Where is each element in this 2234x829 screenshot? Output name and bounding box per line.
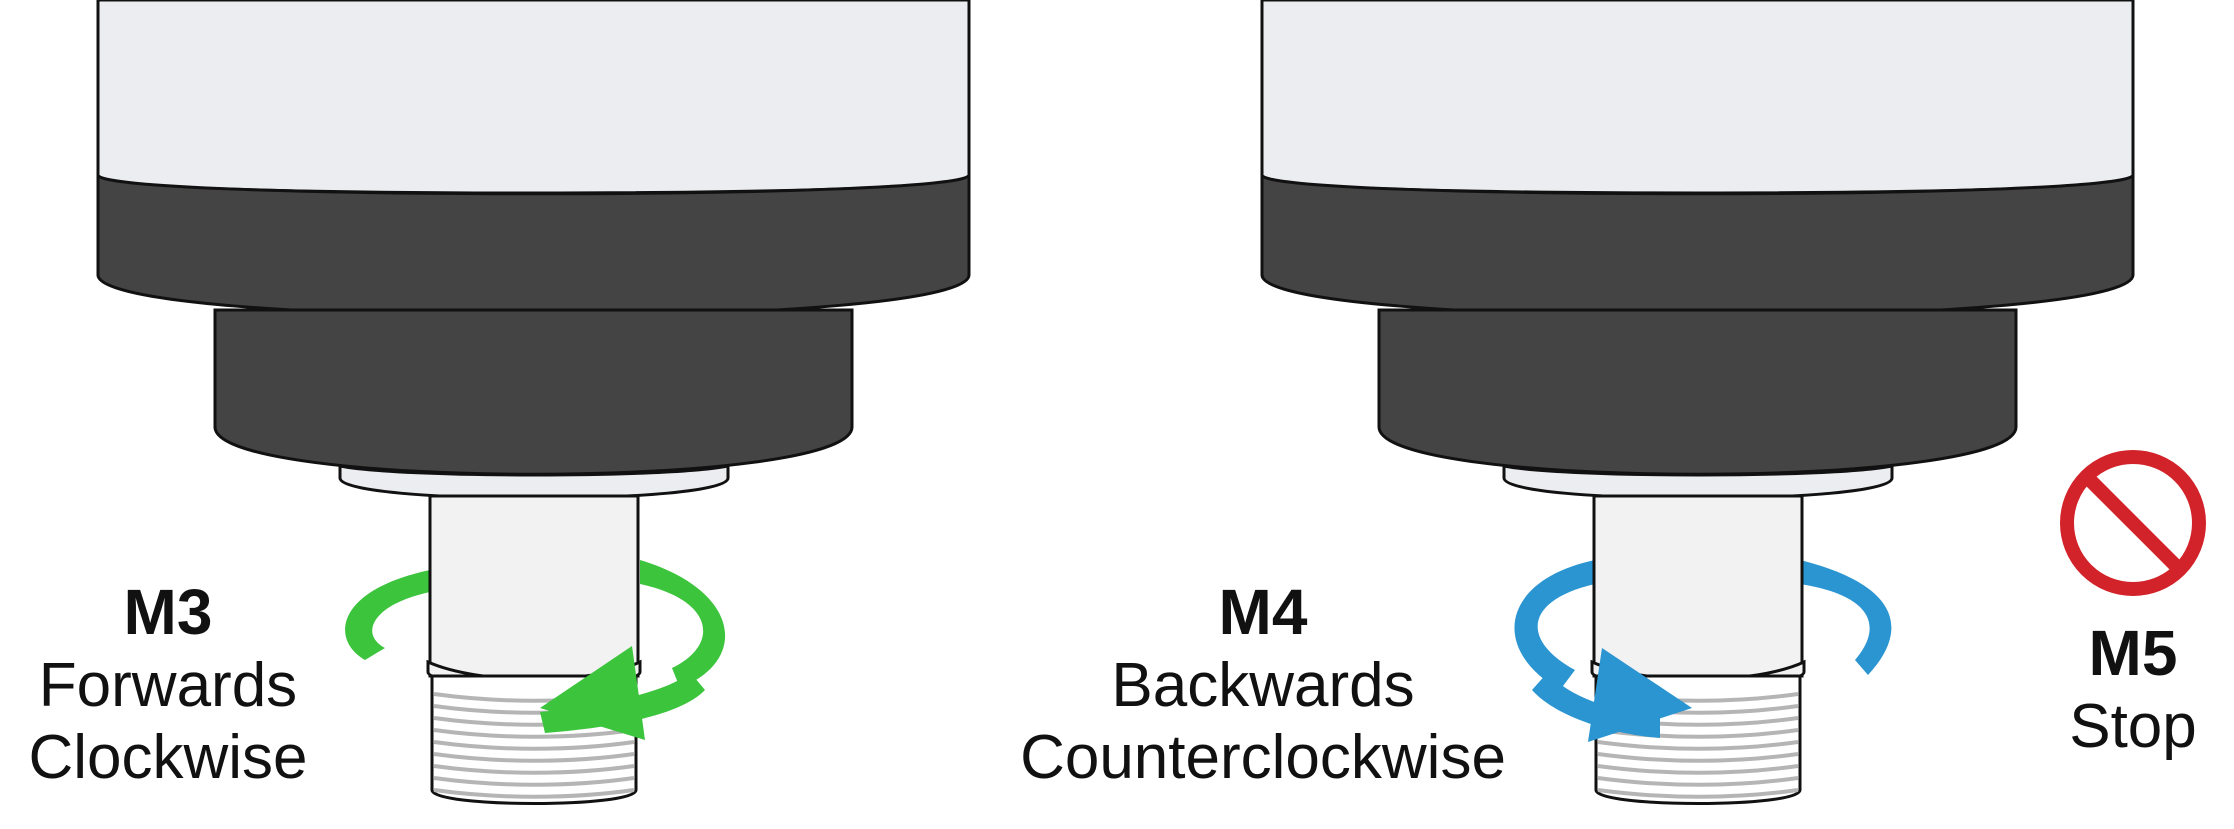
housing-light-top [96,0,971,195]
spindle-shaft [1590,494,1806,805]
m3-code-label: M3 [124,576,213,648]
housing-lower-block [213,308,854,476]
housing-lower-block [1377,308,2018,476]
spindle-backward-panel: M4 Backwards Counterclockwise [1020,0,2135,805]
counterclockwise-arrow-icon [1532,648,1692,742]
housing-light-top [1260,0,2135,195]
housing-dark-band [96,173,971,318]
spindle-shaft [426,494,642,805]
housing-collar [338,464,730,500]
rotation-arrow-back [1514,560,1595,690]
rotation-arrow-back [345,570,430,660]
housing-dark-band [1260,173,2135,318]
housing-collar [1502,464,1894,500]
m3-rotation-label: Clockwise [28,723,307,792]
clockwise-arrow-icon [540,646,705,740]
shaft-body [428,494,640,678]
m3-direction-label: Forwards [39,651,297,720]
spindle-housing [1260,0,2135,500]
m5-stop-label: Stop [2069,692,2197,761]
stop-panel: M5 Stop [2060,450,2206,761]
m5-code-label: M5 [2089,617,2178,689]
m4-rotation-label: Counterclockwise [1020,723,1506,792]
prohibited-icon [2060,450,2206,596]
m4-direction-label: Backwards [1111,651,1414,720]
rotation-arrow-back-right [640,560,726,688]
m4-code-label: M4 [1219,576,1308,648]
rotation-arrow-back-right [1800,560,1892,675]
shaft-body [1592,494,1804,678]
spindle-forward-panel: M3 Forwards Clockwise [28,0,971,805]
spindle-housing [96,0,971,500]
